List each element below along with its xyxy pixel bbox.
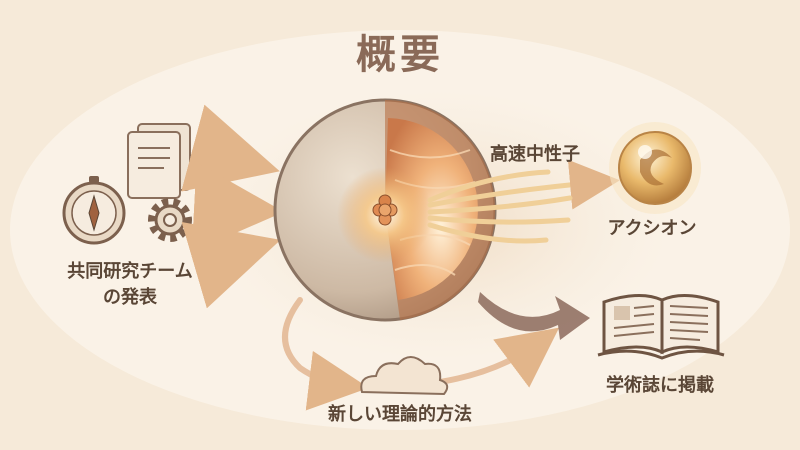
axion-label: アクシオン [607,218,697,239]
page-title: 概要 [356,32,444,78]
method-arrow-down [282,297,369,411]
compass-icon [62,176,126,245]
documents-icon [127,123,191,199]
neutron-star-label: 高速中性子 [490,144,580,165]
publish-arrow [478,292,590,340]
incoming-arrows [181,104,284,309]
research-team-label-line2: の発表 [103,287,157,308]
journal-label: 学術誌に掲載 [606,375,714,396]
axion-orb-icon [609,122,701,214]
method-arrow-up [437,327,560,388]
cloud-icon [360,356,449,396]
open-book-icon [597,294,725,360]
new-method-label: 新しい理論的方法 [328,404,472,425]
nucleus-icon [372,194,398,226]
emission-rays [427,159,620,244]
gear-icon [148,198,192,242]
research-team-label-line1: 共同研究チーム [67,261,193,282]
